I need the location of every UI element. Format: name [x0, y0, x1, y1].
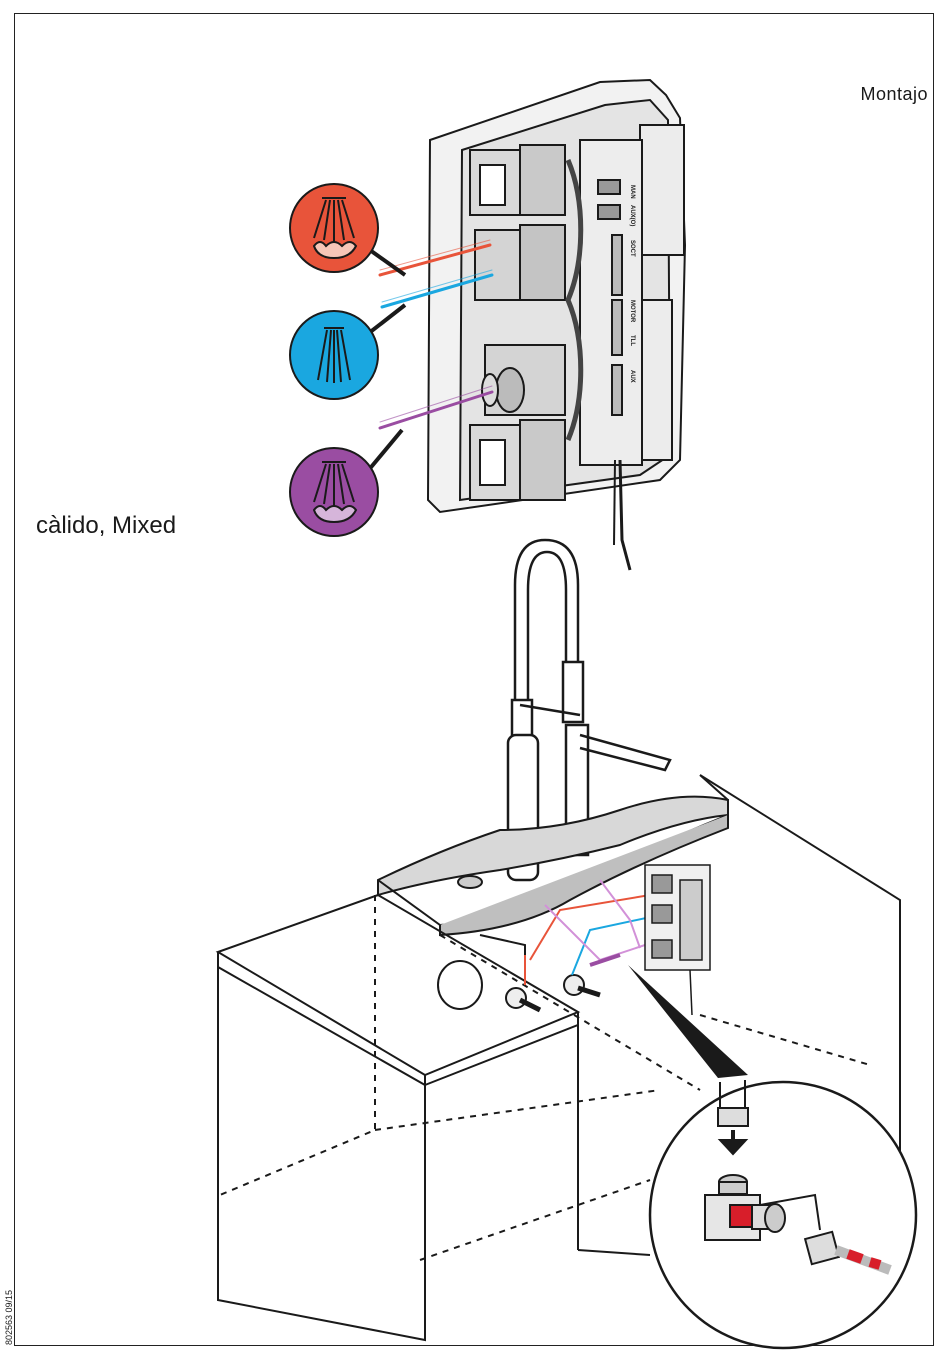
- mixed-water-legend: [290, 430, 402, 536]
- board-label-motor: MOTOR: [629, 300, 635, 323]
- hot-water-legend: [290, 184, 405, 275]
- detail-callout: [628, 965, 916, 1348]
- board-label-aux: AUX: [629, 370, 635, 383]
- board-label-aux-o: AUX(O): [629, 205, 635, 226]
- board-label-man: MAN: [629, 185, 635, 199]
- board-label-tll: TLL: [629, 335, 635, 346]
- board-label-soct: SOCT: [629, 240, 635, 257]
- cold-water-legend: [290, 305, 405, 399]
- control-unit: [428, 80, 685, 570]
